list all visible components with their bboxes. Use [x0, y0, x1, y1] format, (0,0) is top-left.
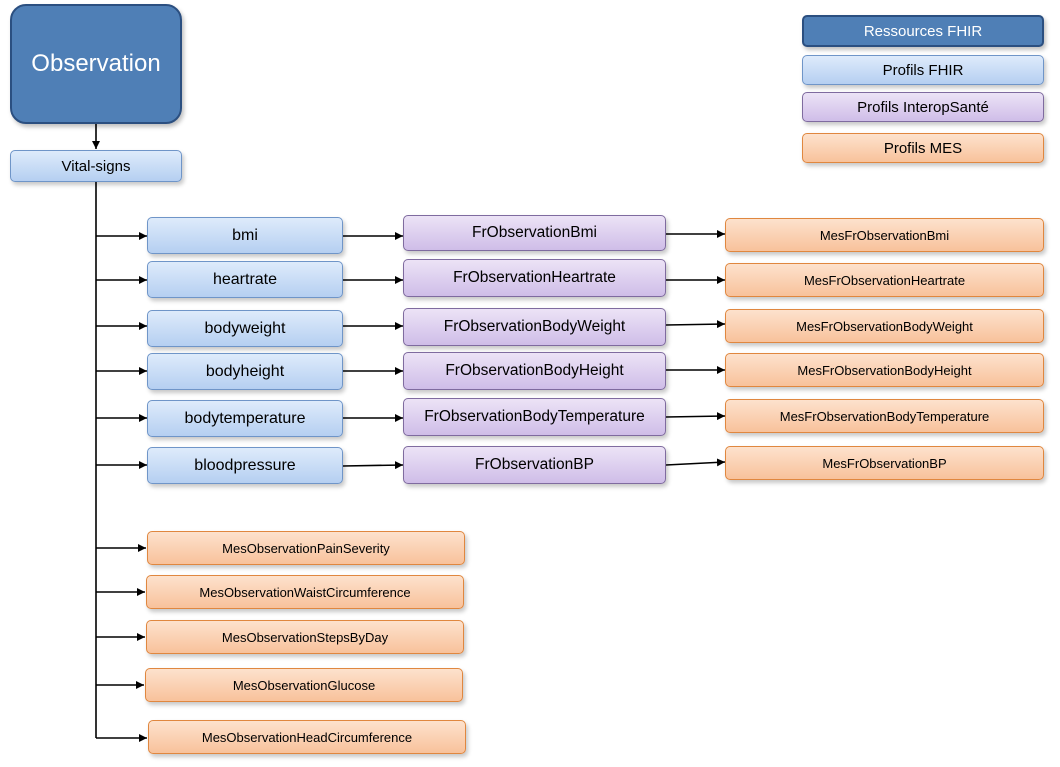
profile-bodytemperature-node: bodytemperature	[147, 400, 343, 437]
mes-stepsbyday-node: MesObservationStepsByDay	[146, 620, 464, 654]
profile-bloodpressure-node: bloodpressure	[147, 447, 343, 484]
profile-bodyheight-node: bodyheight	[147, 353, 343, 390]
link-bloodpressure-mes	[665, 458, 726, 467]
mes-bmi-node: MesFrObservationBmi	[725, 218, 1044, 252]
legend-resources: Ressources FHIR	[802, 15, 1044, 47]
mes-heartrate-node: MesFrObservationHeartrate	[725, 263, 1044, 297]
mes-bloodpressure-node: MesFrObservationBP	[725, 446, 1044, 480]
interop-bodytemperature-node: FrObservationBodyTemperature	[403, 398, 666, 436]
legend-interop-profiles: Profils InteropSanté	[802, 92, 1044, 122]
profile-heartrate-node: heartrate	[147, 261, 343, 298]
mes-waistcircumference-node: MesObservationWaistCircumference	[146, 575, 464, 609]
legend-mes-profiles: Profils MES	[802, 133, 1044, 163]
observation-resource-node: Observation	[10, 4, 182, 124]
mes-bodyheight-node: MesFrObservationBodyHeight	[725, 353, 1044, 387]
mes-painseverity-node: MesObservationPainSeverity	[147, 531, 465, 565]
interop-heartrate-node: FrObservationHeartrate	[403, 259, 666, 297]
interop-bodyheight-node: FrObservationBodyHeight	[403, 352, 666, 390]
link-bodyweight-mes	[665, 320, 726, 329]
link-bodytemperature-mes	[665, 412, 726, 421]
mes-glucose-node: MesObservationGlucose	[145, 668, 463, 702]
interop-bmi-node: FrObservationBmi	[403, 215, 666, 251]
vital-signs-profile-node: Vital-signs	[10, 150, 182, 182]
mes-bodytemperature-node: MesFrObservationBodyTemperature	[725, 399, 1044, 433]
mes-bodyweight-node: MesFrObservationBodyWeight	[725, 309, 1044, 343]
legend-fhir-profiles: Profils FHIR	[802, 55, 1044, 85]
profile-bodyweight-node: bodyweight	[147, 310, 343, 347]
interop-bloodpressure-node: FrObservationBP	[403, 446, 666, 484]
link-bloodpressure-interop	[342, 461, 404, 470]
mes-headcircumference-node: MesObservationHeadCircumference	[148, 720, 466, 754]
profile-bmi-node: bmi	[147, 217, 343, 254]
interop-bodyweight-node: FrObservationBodyWeight	[403, 308, 666, 346]
